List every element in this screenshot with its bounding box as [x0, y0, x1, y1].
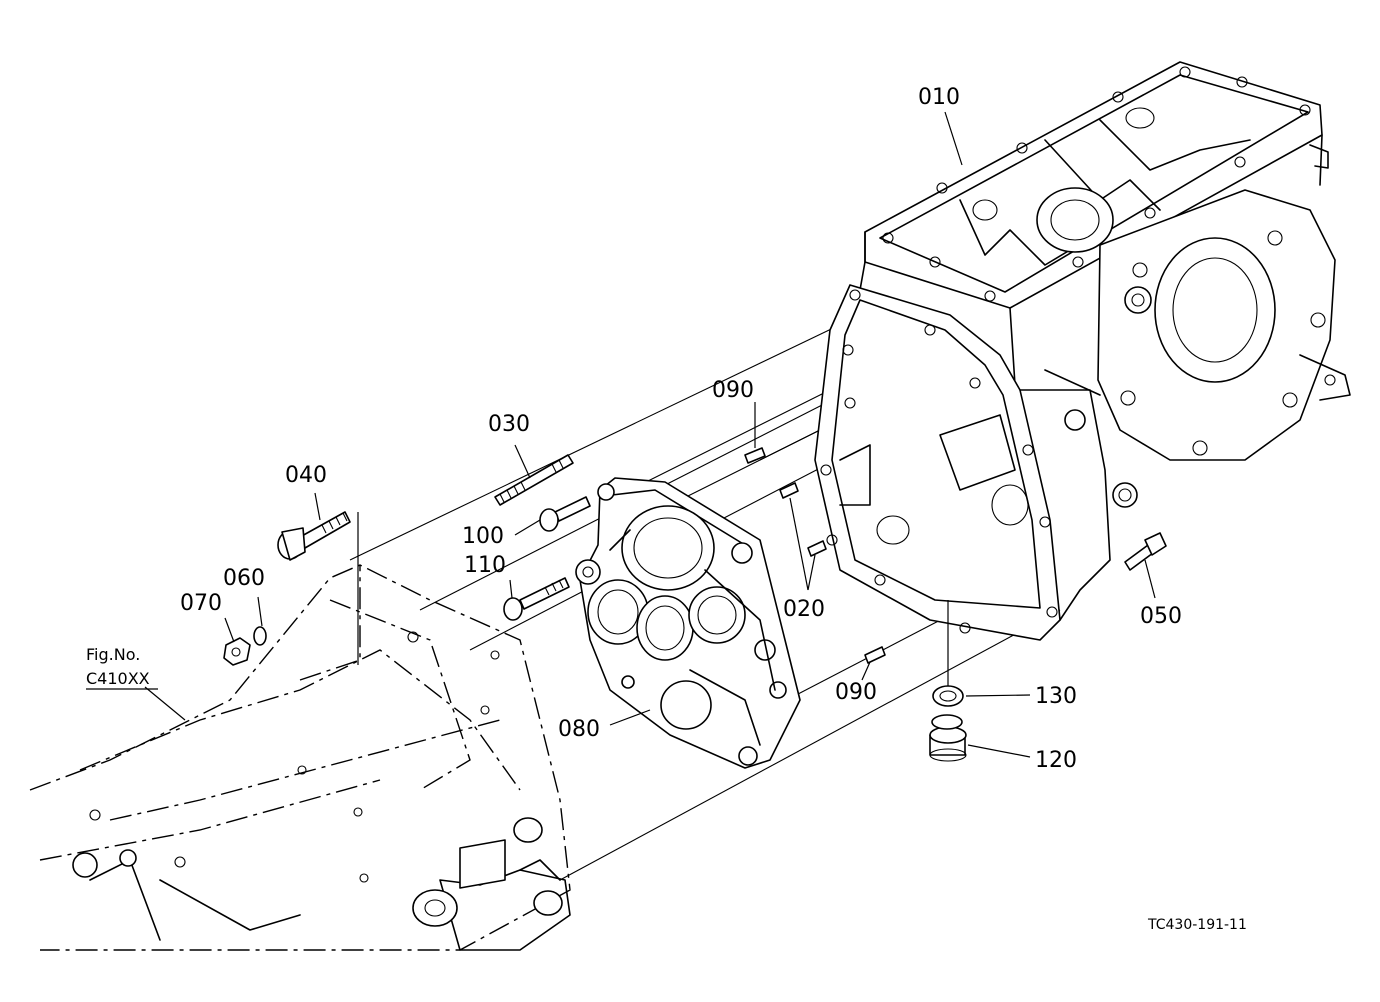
part-labels: 010 030 040 090 100 110 060 070 020 050 … [86, 85, 1247, 933]
pin-090-lower [864, 646, 886, 664]
bolt-040 [277, 511, 351, 561]
label-part-040: 040 [285, 463, 327, 488]
drawing-id: TC430-191-11 [1147, 917, 1247, 933]
pin-090-upper [744, 447, 766, 464]
label-part-060: 060 [223, 566, 265, 591]
nut-070 [223, 637, 251, 666]
label-part-020: 020 [783, 597, 825, 622]
bolt-100 [539, 496, 591, 532]
leader-lines [144, 111, 1156, 758]
label-part-070: 070 [180, 591, 222, 616]
label-part-050: 050 [1140, 604, 1182, 629]
stud-030 [494, 454, 574, 506]
label-part-010: 010 [918, 85, 960, 110]
bolt-110 [503, 577, 570, 621]
rear-housing-base [72, 817, 571, 951]
label-part-100: 100 [462, 524, 504, 549]
plate-080 [575, 477, 801, 769]
label-part-090-upper: 090 [712, 378, 754, 403]
pin-020-b [807, 540, 827, 557]
bolt-050 [1124, 532, 1167, 571]
label-part-120: 120 [1035, 748, 1077, 773]
pin-020-a [779, 482, 799, 499]
transmission-case-010 [814, 61, 1351, 641]
label-part-030: 030 [488, 412, 530, 437]
figure-ref-line2: C410XX [86, 669, 150, 688]
figure-ref-line1: Fig.No. [86, 645, 140, 664]
label-part-080: 080 [558, 717, 600, 742]
washer-060 [253, 626, 267, 646]
seal-130 [932, 685, 964, 707]
front-housing-c410xx [29, 564, 571, 951]
label-part-110: 110 [464, 553, 506, 578]
label-part-130: 130 [1035, 684, 1077, 709]
plug-120 [929, 714, 967, 762]
label-part-090-lower: 090 [835, 680, 877, 705]
